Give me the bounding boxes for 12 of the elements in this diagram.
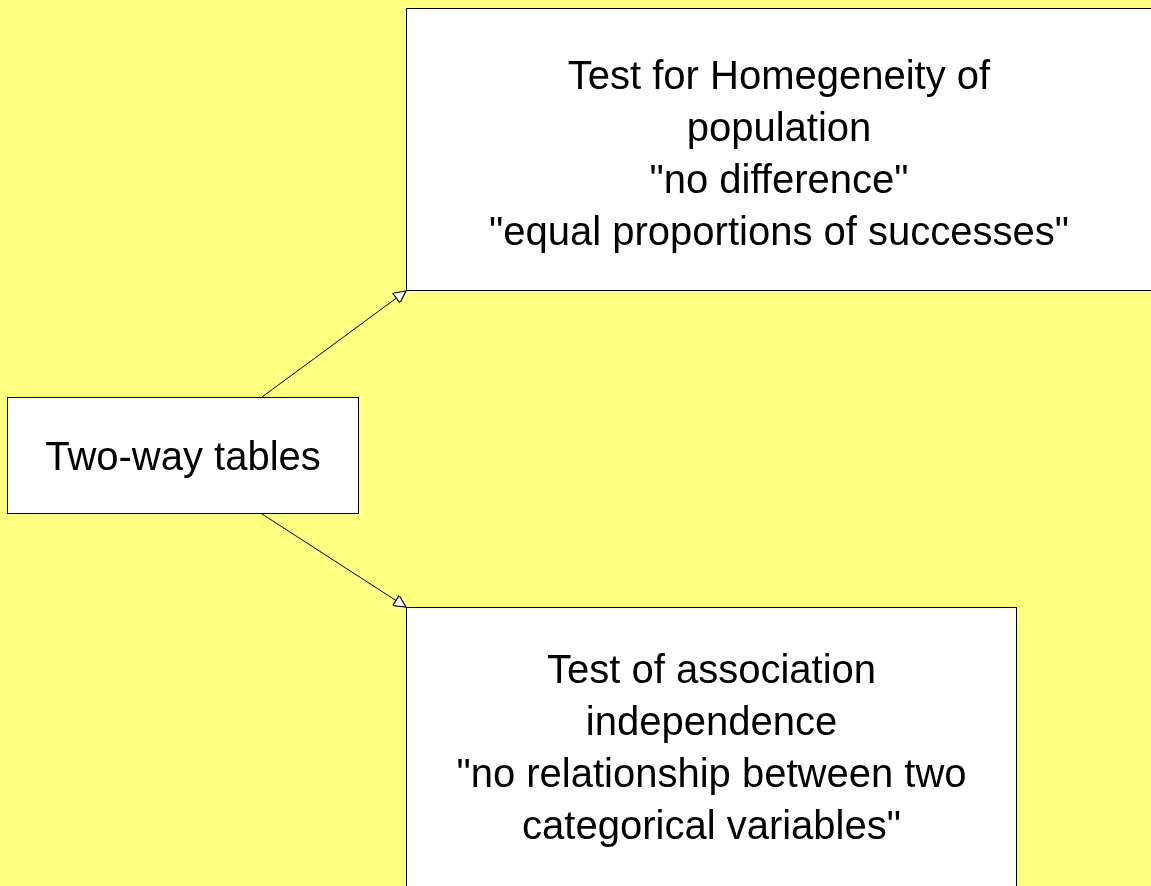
arrow xyxy=(261,513,407,608)
box-text: Test for Homegeneity of population xyxy=(566,52,992,151)
box-text: independence xyxy=(585,698,838,745)
box-text: "no relationship between two categorical variables" xyxy=(455,750,968,849)
arrow xyxy=(261,290,407,398)
box-text: Two-way tables xyxy=(45,432,321,480)
box-text: "equal proportions of successes" xyxy=(489,208,1069,255)
box-text: "no difference" xyxy=(649,156,909,203)
text-box xyxy=(406,607,1017,886)
text-box xyxy=(406,8,1151,291)
box-text: Test of association xyxy=(546,646,877,693)
text-box xyxy=(7,397,359,514)
